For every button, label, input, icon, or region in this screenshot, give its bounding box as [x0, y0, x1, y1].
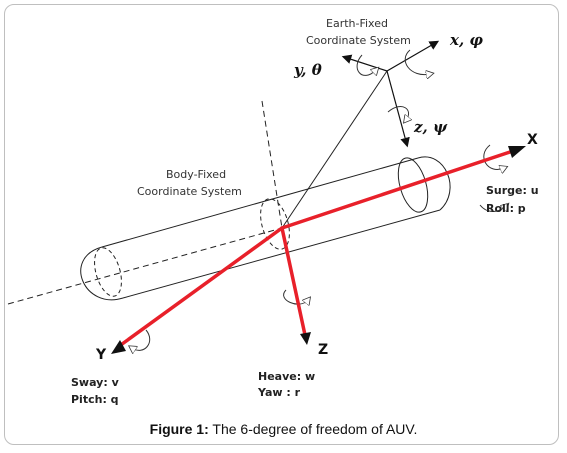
earth-x-phi-label: x, φ	[449, 31, 483, 49]
body-y-axis	[116, 226, 284, 349]
pitch-label: Pitch: q	[71, 393, 119, 406]
earth-frame-title-line1: Earth-Fixed	[326, 17, 388, 30]
rotation-arrow-roll	[483, 144, 504, 170]
rotation-arrow-psi	[387, 106, 409, 120]
reference-lines	[7, 100, 283, 305]
body-frame-title-line2: Coordinate System	[137, 185, 242, 198]
figure-caption: Figure 1: The 6-degree of freedom of AUV…	[0, 421, 567, 437]
body-x-arrowhead	[508, 146, 526, 158]
sway-label: Sway: v	[71, 376, 120, 389]
caption-text: The 6-degree of freedom of AUV.	[208, 421, 418, 437]
body-z-arrowhead	[300, 332, 311, 345]
earth-z-psi-label: z, ψ	[413, 118, 448, 136]
body-y-arrowhead	[111, 340, 126, 354]
body-axis-arrowheads	[111, 146, 526, 354]
earth-connector	[281, 70, 388, 229]
earth-frame-title-line2: Coordinate System	[306, 34, 411, 47]
body-x-axis-label: X	[527, 132, 538, 148]
rotation-arrow-theta	[356, 54, 376, 75]
body-z-axis	[280, 226, 307, 337]
body-axes	[116, 150, 512, 349]
roll-label: Roll: p	[486, 202, 526, 215]
body-y-axis-label: Y	[95, 347, 107, 363]
body-frame-title-line1: Body-Fixed	[166, 168, 226, 181]
rotation-arrow-roll-body	[479, 205, 506, 212]
auv-hull	[80, 156, 451, 301]
earth-y-theta-label: y, θ	[293, 61, 322, 79]
body-x-axis	[280, 150, 512, 230]
rotation-arrow-yaw	[283, 289, 308, 304]
earth-axes	[341, 40, 440, 148]
yaw-label: Yaw : r	[257, 386, 301, 399]
caption-label: Figure 1:	[149, 421, 209, 437]
rotation-arrow-pitch	[132, 329, 151, 350]
rotation-arrows	[132, 49, 506, 350]
body-z-axis-label: Z	[318, 342, 328, 358]
heave-label: Heave: w	[258, 370, 315, 383]
surge-label: Surge: u	[486, 184, 539, 197]
rotation-arrow-phi	[404, 49, 430, 75]
